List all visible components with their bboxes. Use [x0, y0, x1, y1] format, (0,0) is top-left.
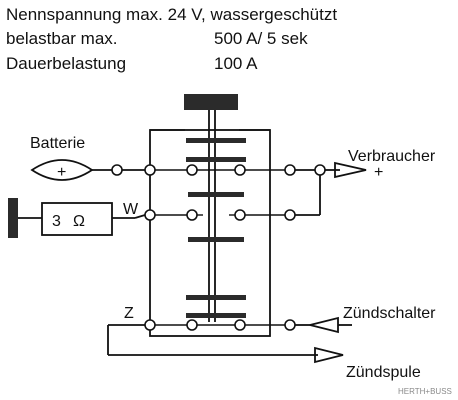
consumer-plus-sign: +: [374, 164, 383, 181]
spec-continuous-load-value: 100 A: [214, 54, 258, 73]
terminal-w-label: W: [123, 201, 139, 218]
spec-max-load-label: belastbar max.: [6, 29, 118, 48]
ignition-coil-label: Zündspule: [346, 364, 421, 381]
consumer-label: Verbraucher: [348, 148, 436, 165]
terminal-z-label: Z: [124, 305, 134, 322]
battery-symbol: Batterie +: [30, 135, 145, 181]
consumer-output: Verbraucher +: [295, 148, 436, 216]
coil-value: 3: [52, 213, 61, 230]
battery-plus-sign: +: [57, 164, 66, 181]
spec-max-load-value: 500 A/ 5 sek: [214, 29, 308, 48]
coil-resistor: 3 Ω W: [8, 198, 146, 238]
spec-nominal-voltage: Nennspannung max. 24 V, wassergeschützt: [6, 5, 337, 24]
housing-terminals: [144, 164, 296, 331]
ignition-switch-label: Zündschalter: [343, 305, 436, 322]
spec-continuous-load-label: Dauerbelastung: [6, 54, 126, 73]
ignition-circuit: Z Zündspule Zündschalter: [107, 305, 436, 381]
watermark: HERTH+BUSS: [398, 387, 452, 396]
coil-unit: Ω: [73, 213, 85, 230]
relay-housing: [149, 94, 285, 337]
battery-label: Batterie: [30, 135, 85, 152]
